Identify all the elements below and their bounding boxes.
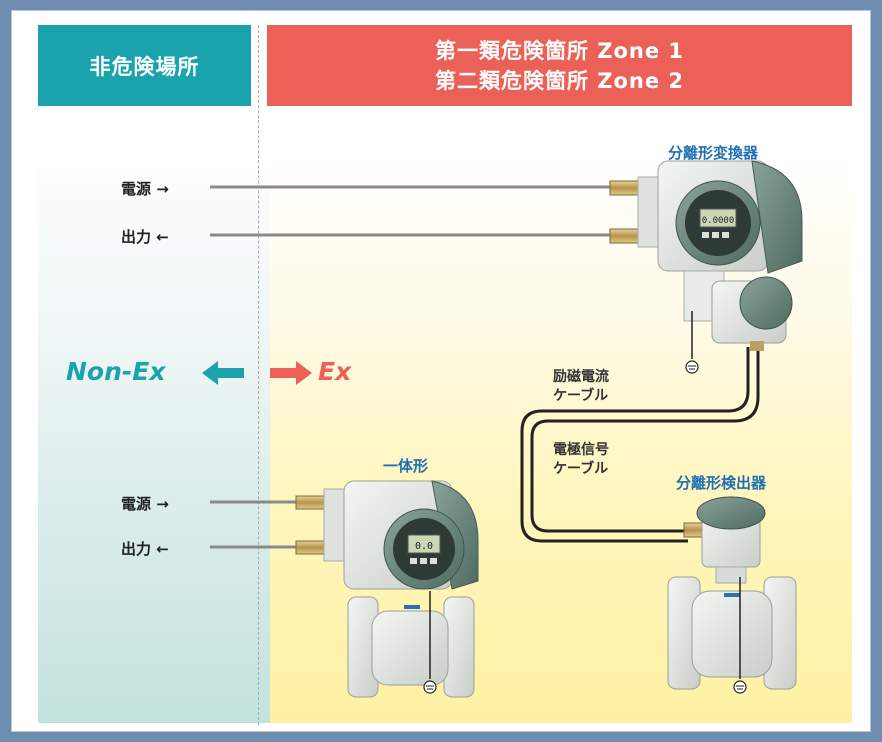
- excitation-cable-label-line2: ケーブル: [553, 388, 609, 404]
- excitation-cable-label: 励磁電流 ケーブル: [553, 368, 609, 406]
- integral-display-value: 0.0: [415, 541, 433, 552]
- diagram-canvas: 非危険場所 第一類危険箇所 Zone 1 第二類危険箇所 Zone 2: [11, 10, 871, 732]
- integral-ground-icon: [423, 591, 437, 694]
- integral-type-label: 一体形: [383, 457, 429, 475]
- wiring-and-devices: 0.0000 0.0: [202, 160, 803, 698]
- hazardous-title-line2: 第二類危険箇所 Zone 2: [434, 68, 685, 93]
- separate-converter-device: 0.0000: [609, 160, 803, 351]
- separate-detector-label: 分離形検出器: [676, 474, 767, 492]
- converter-ground-icon: [685, 311, 699, 374]
- excitation-cable: [520, 347, 750, 543]
- integral-flowmeter-device: 0.0: [295, 480, 479, 698]
- non-ex-label: Non-Ex: [66, 357, 166, 386]
- power-label-top: 電源 →: [121, 180, 169, 198]
- hazardous-banner: 第一類危険箇所 Zone 1 第二類危険箇所 Zone 2: [267, 25, 852, 106]
- electrode-cable-label: 電極信号 ケーブル: [553, 441, 609, 479]
- hazardous-title-line1: 第一類危険箇所 Zone 1: [434, 38, 685, 63]
- non-ex-arrow-icon: [202, 361, 244, 385]
- ex-label: Ex: [318, 357, 352, 386]
- electrode-signal-cable: [530, 347, 760, 533]
- power-label-bottom: 電源 →: [121, 495, 169, 513]
- ex-arrow-icon: [270, 361, 312, 385]
- output-label-bottom: 出力 ←: [121, 540, 169, 558]
- excitation-cable-label-line1: 励磁電流: [553, 369, 609, 385]
- output-label-top: 出力 ←: [121, 228, 169, 246]
- detector-ground-icon: [733, 577, 747, 694]
- non-hazardous-area: [38, 141, 270, 723]
- electrode-cable-label-line2: ケーブル: [553, 461, 609, 477]
- electrode-cable-label-line1: 電極信号: [553, 442, 609, 458]
- non-hazardous-title: 非危険場所: [89, 54, 200, 79]
- non-hazardous-banner: 非危険場所: [38, 25, 251, 106]
- zone-divider-line: [258, 25, 259, 725]
- separate-converter-label: 分離形変換器: [668, 144, 759, 162]
- separate-detector-device: [667, 496, 797, 690]
- converter-display-value: 0.0000: [702, 216, 735, 226]
